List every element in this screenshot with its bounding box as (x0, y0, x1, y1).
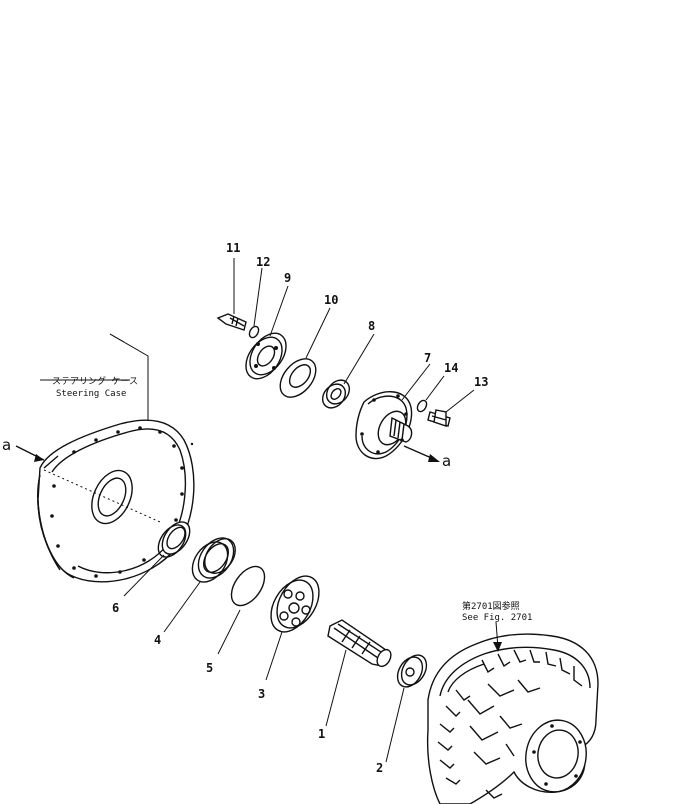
housing-note-jp: 第2701図参照 (462, 600, 520, 612)
callout-13: 13 (474, 375, 488, 389)
arrow-head-left (34, 454, 44, 462)
callout-4: 4 (154, 633, 161, 647)
callout-6: 6 (112, 601, 119, 615)
callout-5: 5 (206, 661, 213, 675)
part-10-shim (279, 307, 331, 398)
part-8-collar (321, 333, 375, 409)
callout-3: 3 (258, 687, 265, 701)
arrow-mark-right: a (442, 452, 451, 470)
part-12-washer (248, 267, 263, 339)
part-14-washer (416, 375, 445, 413)
callout-12: 12 (256, 255, 270, 269)
part-13-bolt (427, 389, 475, 427)
part-2-bearing (385, 654, 428, 763)
steering-case-bolt-holes (50, 426, 184, 578)
callout-10: 10 (324, 293, 338, 307)
callout-1: 1 (318, 727, 325, 741)
part-11-bolt (216, 258, 247, 331)
arrow-mark-left: a (2, 436, 11, 454)
final-drive-housing (426, 621, 599, 804)
callout-14: 14 (444, 361, 458, 375)
steering-case (37, 333, 195, 583)
callout-11: 11 (226, 241, 240, 255)
part-6-bearing (123, 521, 191, 597)
part-1-pinion-shaft (325, 619, 392, 727)
callout-7: 7 (424, 351, 431, 365)
steering-case-note-en: Steering Case (56, 389, 126, 399)
part-9-plate (245, 285, 289, 380)
arrow-head-right (428, 454, 440, 462)
housing-ribs (437, 649, 583, 799)
part-5-o-ring (217, 565, 266, 655)
part-7-cover (355, 363, 431, 460)
callout-2: 2 (376, 761, 383, 775)
housing-note-en: See Fig. 2701 (462, 613, 532, 623)
callout-8: 8 (368, 319, 375, 333)
callout-9: 9 (284, 271, 291, 285)
part-3-bearing (265, 575, 320, 681)
steering-case-note-jp: ステアリング ケース (52, 375, 138, 387)
part-4-seal (163, 537, 236, 633)
